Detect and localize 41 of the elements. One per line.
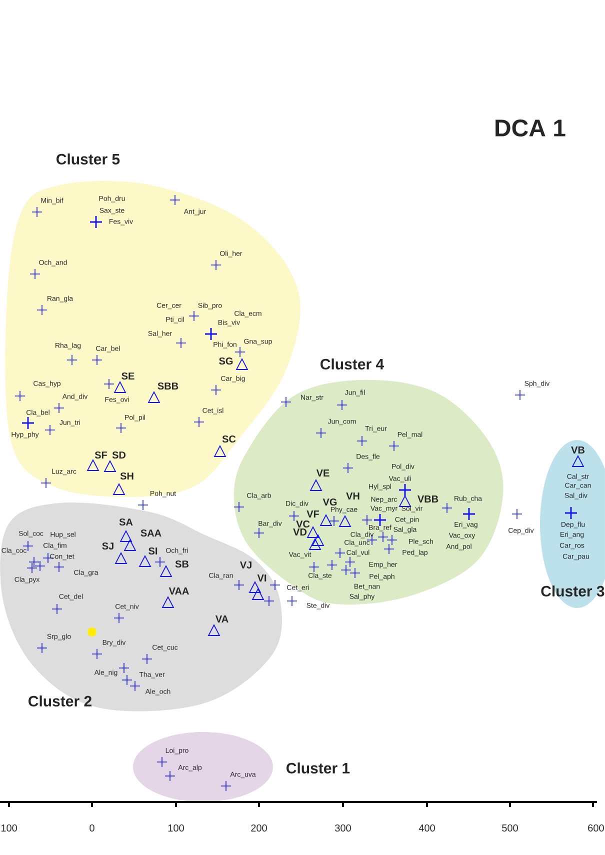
site-label: SB (175, 560, 188, 568)
tick-label: 200 (251, 824, 267, 832)
tick-label: 0 (90, 824, 94, 832)
site-label: VF (306, 510, 320, 518)
site-label: VJ (240, 562, 252, 568)
site-label: VA (215, 616, 228, 622)
cluster-region (540, 440, 605, 608)
cluster-label: Cluster 3 (541, 585, 604, 597)
site-label: VI (257, 574, 266, 582)
site-label: VC (296, 520, 310, 528)
cluster-label: Cluster 2 (28, 696, 92, 706)
site-label: SJ (102, 542, 114, 550)
site-label: VD (293, 528, 307, 536)
site-label: SA (119, 518, 133, 526)
cluster-region (133, 732, 273, 802)
title: DCA 1 (496, 120, 566, 136)
site-label: SI (148, 547, 158, 555)
site-label: SBB (158, 382, 178, 390)
tick-label: 100 (168, 824, 184, 832)
tick-label: 400 (418, 824, 435, 832)
tick-label: 100 (1, 824, 17, 832)
site-label: SH (120, 472, 134, 480)
site-label: VBB (418, 496, 438, 502)
site-label: VB (571, 446, 584, 454)
site-label: SF (94, 451, 108, 459)
site-label: VE (316, 470, 330, 476)
site-label: SAA (140, 529, 162, 537)
tick-label: 600 (588, 824, 604, 832)
site-label: VG (322, 498, 337, 506)
site-label: VAA (168, 588, 189, 594)
cluster-label: Cluster 5 (56, 154, 120, 165)
tick-label: 500 (502, 824, 518, 832)
site-label: SC (222, 435, 236, 443)
site-label: SG (219, 357, 233, 365)
site-label: SD (112, 451, 126, 459)
cluster-label: Cluster 4 (320, 358, 384, 370)
site-label: VH (346, 492, 360, 500)
site-label: SE (122, 372, 134, 380)
cluster-label: Cluster 1 (286, 762, 350, 774)
cluster-region (0, 502, 282, 712)
tick-label: 300 (335, 824, 351, 832)
